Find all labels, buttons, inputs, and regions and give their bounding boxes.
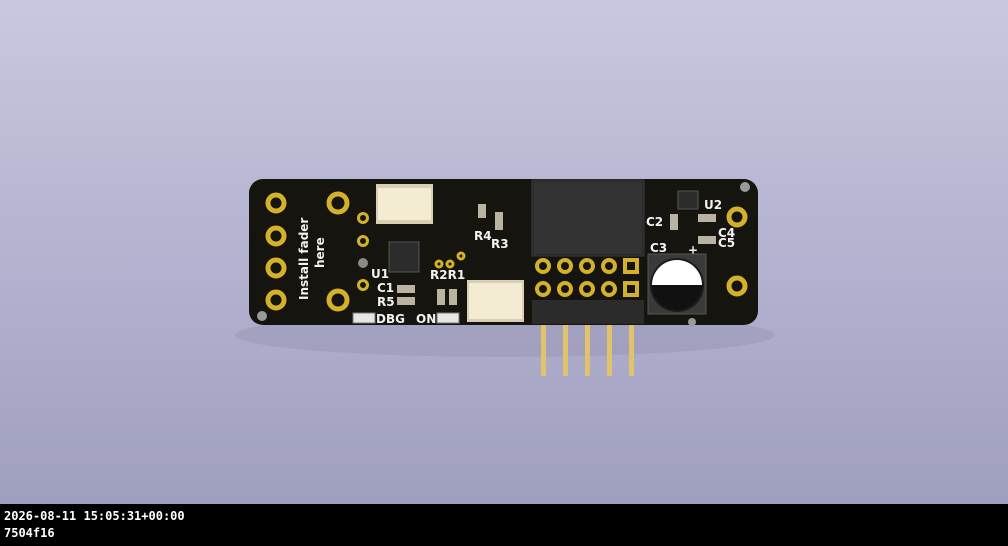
header-pins <box>541 318 634 376</box>
ref-c5: C5 <box>718 236 735 250</box>
chip-u1 <box>388 241 420 273</box>
pcb-render: Install fader here U1 C1 R5 R4 R3 R2R1 D… <box>235 179 775 376</box>
ref-u2: U2 <box>704 198 722 212</box>
ref-c2: C2 <box>646 215 663 229</box>
silkscreen-install-note-line1: Install fader <box>297 218 311 300</box>
3d-viewer-canvas[interactable]: Install fader here U1 C1 R5 R4 R3 R2R1 D… <box>0 0 1008 504</box>
ref-u1: U1 <box>371 267 389 281</box>
ref-r3: R3 <box>491 237 509 251</box>
label-dbg: DBG <box>376 312 405 326</box>
led-debug <box>352 312 376 324</box>
ref-c1: C1 <box>377 281 394 295</box>
polarity-plus: + <box>688 243 698 257</box>
ref-c4: C4 <box>718 226 735 240</box>
ref-r2r1: R2R1 <box>430 268 465 282</box>
ref-r5: R5 <box>377 295 395 309</box>
small-vias <box>357 212 466 291</box>
header-pads <box>535 258 639 297</box>
jst-connector-top <box>376 184 433 224</box>
led-on <box>436 312 460 324</box>
chip-u2 <box>677 190 699 210</box>
right-pads <box>726 206 748 297</box>
pin-header-housing <box>531 179 645 257</box>
silkscreen-install-note-line2: here <box>313 237 327 268</box>
passives <box>397 204 716 305</box>
ref-r4: R4 <box>474 229 492 243</box>
label-on: ON <box>416 312 436 326</box>
mounting-holes <box>257 182 750 326</box>
jst-connector-bottom <box>467 280 524 322</box>
capacitor-c3 <box>647 253 707 315</box>
fader-pads <box>265 191 350 312</box>
commit-hash-text: 7504f16 <box>4 526 55 540</box>
ref-c3: C3 <box>650 241 667 255</box>
status-footer: 2026-08-11 15:05:31+00:00 7504f16 <box>0 504 1008 546</box>
via-plain <box>358 258 368 268</box>
right-angle-header-body <box>532 300 644 324</box>
timestamp-text: 2026-08-11 15:05:31+00:00 <box>4 509 185 523</box>
